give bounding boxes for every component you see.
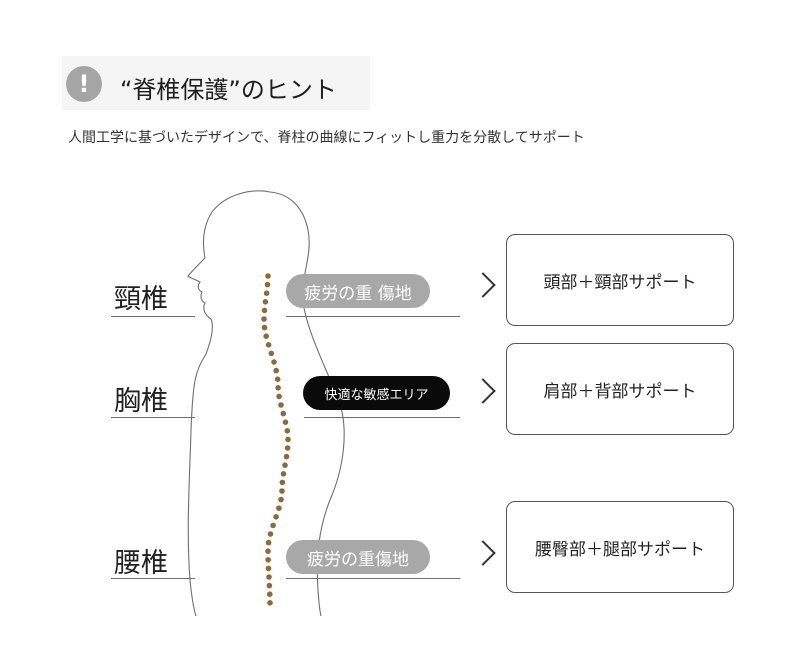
spine-dot (275, 385, 281, 391)
spine-dot (265, 342, 272, 348)
spine-dot (263, 333, 270, 340)
level-label-thoracic: 胸椎 (114, 386, 168, 417)
spine-dot (280, 410, 287, 417)
tag-thoracic: 快適な敏感エリア (303, 376, 450, 410)
support-card-waist-thigh: 腰臀部＋腿部サポート (506, 501, 734, 593)
spine-dot (265, 273, 271, 279)
spine-dot (276, 505, 282, 512)
spine-dot (274, 376, 281, 383)
spine-dot (283, 453, 290, 460)
spine-dot (285, 436, 291, 443)
spine-dot (284, 445, 291, 451)
tag-cervical: 疲労の重 傷地 (286, 274, 430, 308)
title-banner (62, 56, 370, 110)
level-line-lumbar-right (286, 578, 460, 579)
page-title: “脊椎保護”のヒント (120, 76, 337, 104)
level-label-cervical: 頸椎 (114, 284, 168, 315)
spine-dot (261, 307, 268, 314)
level-line-cervical-left (111, 316, 195, 317)
chevron-right-icon (470, 540, 496, 566)
spine-dot (267, 591, 273, 597)
spine-dot (265, 539, 272, 546)
spine-dot (282, 419, 289, 426)
spine-dot (276, 393, 282, 400)
spine-dot (268, 350, 275, 357)
spine-dot (279, 479, 286, 486)
spine-dot (278, 496, 284, 503)
spine-dot (278, 402, 284, 408)
spine-dot (279, 488, 285, 494)
spine-dot (267, 531, 274, 537)
spine-dot (273, 514, 279, 520)
support-card-head-neck: 頭部＋頸部サポート (506, 234, 734, 326)
spine-dot (261, 316, 267, 322)
chevron-right-icon (470, 378, 496, 404)
level-line-thoracic-right (304, 417, 460, 418)
spine-dot (265, 548, 271, 554)
spine-dot (262, 299, 269, 305)
spine-dot (265, 565, 272, 572)
page-subtitle: 人間工学に基づいたデザインで、脊柱の曲線にフィットし重力を分散してサポート (68, 130, 585, 146)
spine-dot (266, 574, 272, 580)
level-line-cervical-right (286, 316, 460, 317)
spine-dot (270, 522, 276, 529)
chevron-right-icon (470, 272, 496, 298)
level-line-thoracic-left (111, 417, 195, 418)
level-line-lumbar-left (111, 578, 195, 579)
spine-dot (264, 281, 271, 288)
spine-dot (265, 557, 272, 563)
spine-dot (273, 367, 280, 374)
tag-lumbar: 疲労の重傷地 (286, 540, 430, 574)
support-card-shoulder-back: 肩部＋背部サポート (506, 343, 734, 435)
spine-dot (280, 471, 287, 477)
spine-dot (282, 462, 288, 469)
level-label-lumbar: 腰椎 (114, 548, 168, 579)
spine-dot (284, 428, 291, 434)
spine-dot (261, 324, 268, 331)
spine-dot (263, 290, 270, 297)
exclamation-icon: ! (66, 66, 102, 102)
body-outline-front (187, 190, 271, 617)
spine-dot (267, 600, 273, 606)
spine-dot (266, 582, 273, 589)
spine-dot (271, 359, 277, 365)
